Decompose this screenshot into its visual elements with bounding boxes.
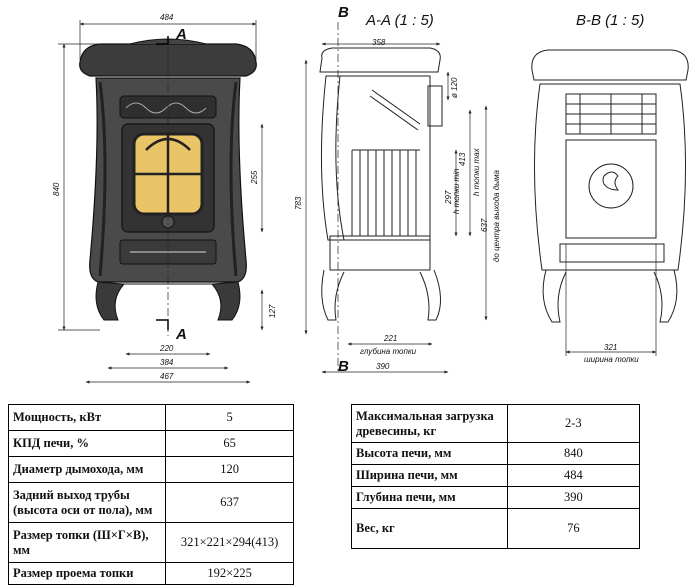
section-letter-a-bottom: A bbox=[176, 326, 187, 343]
side-view-title: A-A (1 : 5) bbox=[366, 12, 434, 29]
stove-side-section bbox=[319, 47, 443, 321]
dim-front-220: 220 bbox=[160, 344, 174, 353]
section-letter-a-top: A bbox=[176, 26, 187, 43]
spec-value: 65 bbox=[165, 430, 294, 457]
spec-label: Задний выход трубы (высота оси от пола),… bbox=[7, 482, 167, 523]
spec-value: 120 bbox=[165, 456, 294, 483]
spec-value: 484 bbox=[506, 464, 641, 487]
stove-back-section bbox=[531, 49, 689, 323]
spec-label: Диаметр дымохода, мм bbox=[7, 456, 167, 483]
spec-value: 76 bbox=[506, 508, 641, 549]
dim-side-413: 413 bbox=[458, 152, 467, 166]
dim-side-depth: 221 bbox=[384, 334, 398, 343]
spec-value: 192×225 bbox=[165, 562, 294, 585]
dim-side-flue: ø 120 bbox=[450, 77, 459, 98]
spec-value: 2-3 bbox=[506, 404, 641, 443]
spec-label: Ширина печи, мм bbox=[351, 464, 508, 487]
dim-side-413-label: h топки max bbox=[472, 148, 481, 196]
technical-drawing bbox=[58, 20, 689, 384]
spec-label: Высота печи, мм bbox=[351, 442, 508, 465]
spec-label: Глубина печи, мм bbox=[351, 486, 508, 509]
dim-side-depth-label: глубина топки bbox=[360, 347, 417, 356]
section-letter-b-bottom: B bbox=[338, 358, 349, 375]
spec-value: 840 bbox=[506, 442, 641, 465]
spec-value: 321×221×294(413) bbox=[165, 522, 294, 563]
dim-side-297-label: h топки min bbox=[452, 168, 461, 214]
back-view-title: B-B (1 : 5) bbox=[576, 12, 645, 29]
dim-side-637-label: до центра выхода дыма bbox=[492, 170, 501, 262]
spec-value: 5 bbox=[165, 404, 294, 431]
spec-label: КПД печи, % bbox=[7, 430, 167, 457]
dim-side-base: 390 bbox=[376, 362, 390, 371]
dim-front-legs: 127 bbox=[268, 304, 277, 318]
back-dimensions bbox=[565, 244, 657, 356]
section-letter-b-top: B bbox=[338, 4, 349, 21]
side-dimensions bbox=[304, 22, 488, 374]
dim-front-384: 384 bbox=[160, 358, 174, 367]
spec-label: Размер топки (Ш×Г×В), мм bbox=[7, 522, 167, 563]
dim-front-height: 840 bbox=[52, 182, 61, 196]
front-dimensions bbox=[58, 20, 264, 384]
spec-label: Вес, кг bbox=[351, 508, 508, 549]
dim-side-height: 783 bbox=[294, 196, 303, 210]
dim-front-door: 255 bbox=[250, 170, 259, 184]
dim-side-637: 637 bbox=[480, 218, 489, 232]
spec-row: КПД печи, %65 bbox=[7, 430, 294, 457]
dim-front-top-width: 484 bbox=[160, 13, 174, 22]
spec-label: Максимальная загрузка древесины, кг bbox=[351, 404, 508, 443]
spec-label: Мощность, кВт bbox=[7, 404, 167, 431]
dim-back-width: 321 bbox=[604, 343, 618, 352]
spec-label: Размер проема топки bbox=[7, 562, 167, 585]
spec-row: Задний выход трубы (высота оси от пола),… bbox=[7, 482, 294, 523]
dim-front-467: 467 bbox=[160, 372, 174, 381]
spec-value: 390 bbox=[506, 486, 641, 509]
dim-side-top-width: 358 bbox=[372, 38, 386, 47]
dim-back-width-label: ширина топки bbox=[584, 355, 639, 364]
spec-value: 637 bbox=[165, 482, 294, 523]
